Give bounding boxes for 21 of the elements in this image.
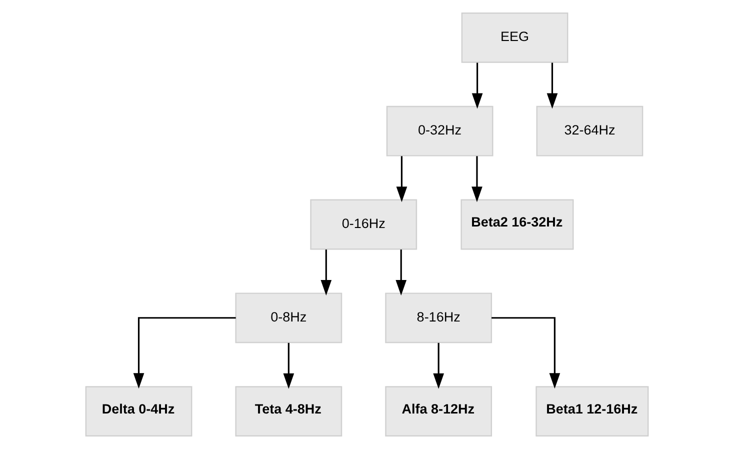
arrow [433, 342, 444, 389]
node-box: Delta 0-4Hz [85, 386, 192, 436]
arrow [472, 62, 483, 109]
arrow [546, 62, 558, 109]
node-box: 8-16Hz [385, 292, 492, 344]
node-box: 32-64Hz [536, 106, 644, 156]
arrow [133, 317, 236, 389]
node-box: Alfa 8-12Hz [385, 386, 492, 436]
node-box: 0-32Hz [386, 106, 494, 156]
node-box: 0-8Hz [235, 292, 342, 344]
arrow [320, 250, 332, 296]
arrow [396, 250, 407, 296]
arrow [283, 342, 294, 389]
node-box: Beta2 16-32Hz [460, 199, 574, 250]
node-box: Teta 4-8Hz [235, 386, 342, 436]
node-box: EEG [461, 12, 568, 63]
arrow [492, 317, 560, 389]
node-box: Beta1 12-16Hz [536, 386, 649, 436]
node-box: 0-16Hz [310, 199, 418, 250]
arrow [396, 156, 408, 202]
arrow [472, 156, 482, 202]
